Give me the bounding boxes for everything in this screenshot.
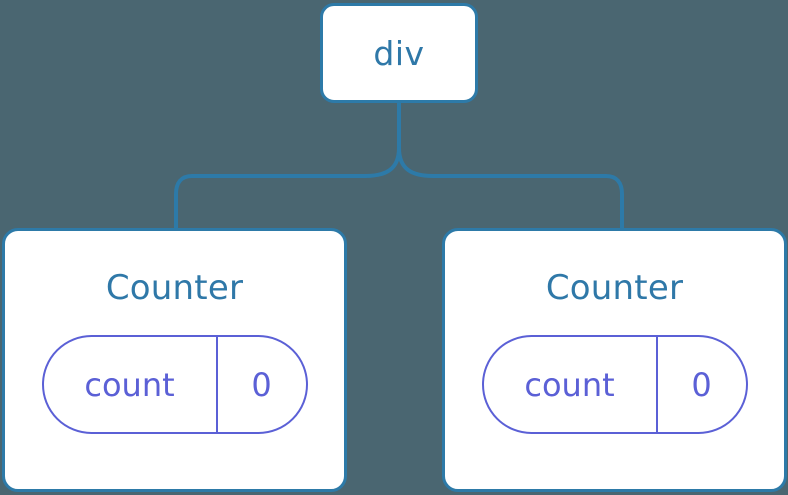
state-pill-left-key-cell: count (44, 337, 218, 432)
state-pill-left-value-cell: 0 (218, 337, 306, 432)
state-pill-right-value: 0 (691, 365, 712, 404)
node-root-label: div (373, 33, 425, 73)
state-pill-right-value-cell: 0 (658, 337, 746, 432)
state-pill-right-key: count (524, 365, 615, 404)
node-counter-left-title: Counter (105, 268, 244, 308)
node-counter-left[interactable]: Counter count 0 (2, 228, 347, 492)
state-pill-left-key: count (84, 365, 175, 404)
state-pill-left-value: 0 (251, 365, 272, 404)
state-pill-right[interactable]: count 0 (481, 335, 748, 434)
state-pill-left[interactable]: count 0 (41, 335, 308, 434)
node-counter-right[interactable]: Counter count 0 (442, 228, 787, 492)
node-counter-right-title: Counter (545, 268, 684, 308)
connector-left-branch (174, 146, 401, 230)
state-pill-right-key-cell: count (484, 337, 658, 432)
connector-right-branch (397, 146, 624, 230)
node-root-div[interactable]: div (320, 3, 478, 103)
